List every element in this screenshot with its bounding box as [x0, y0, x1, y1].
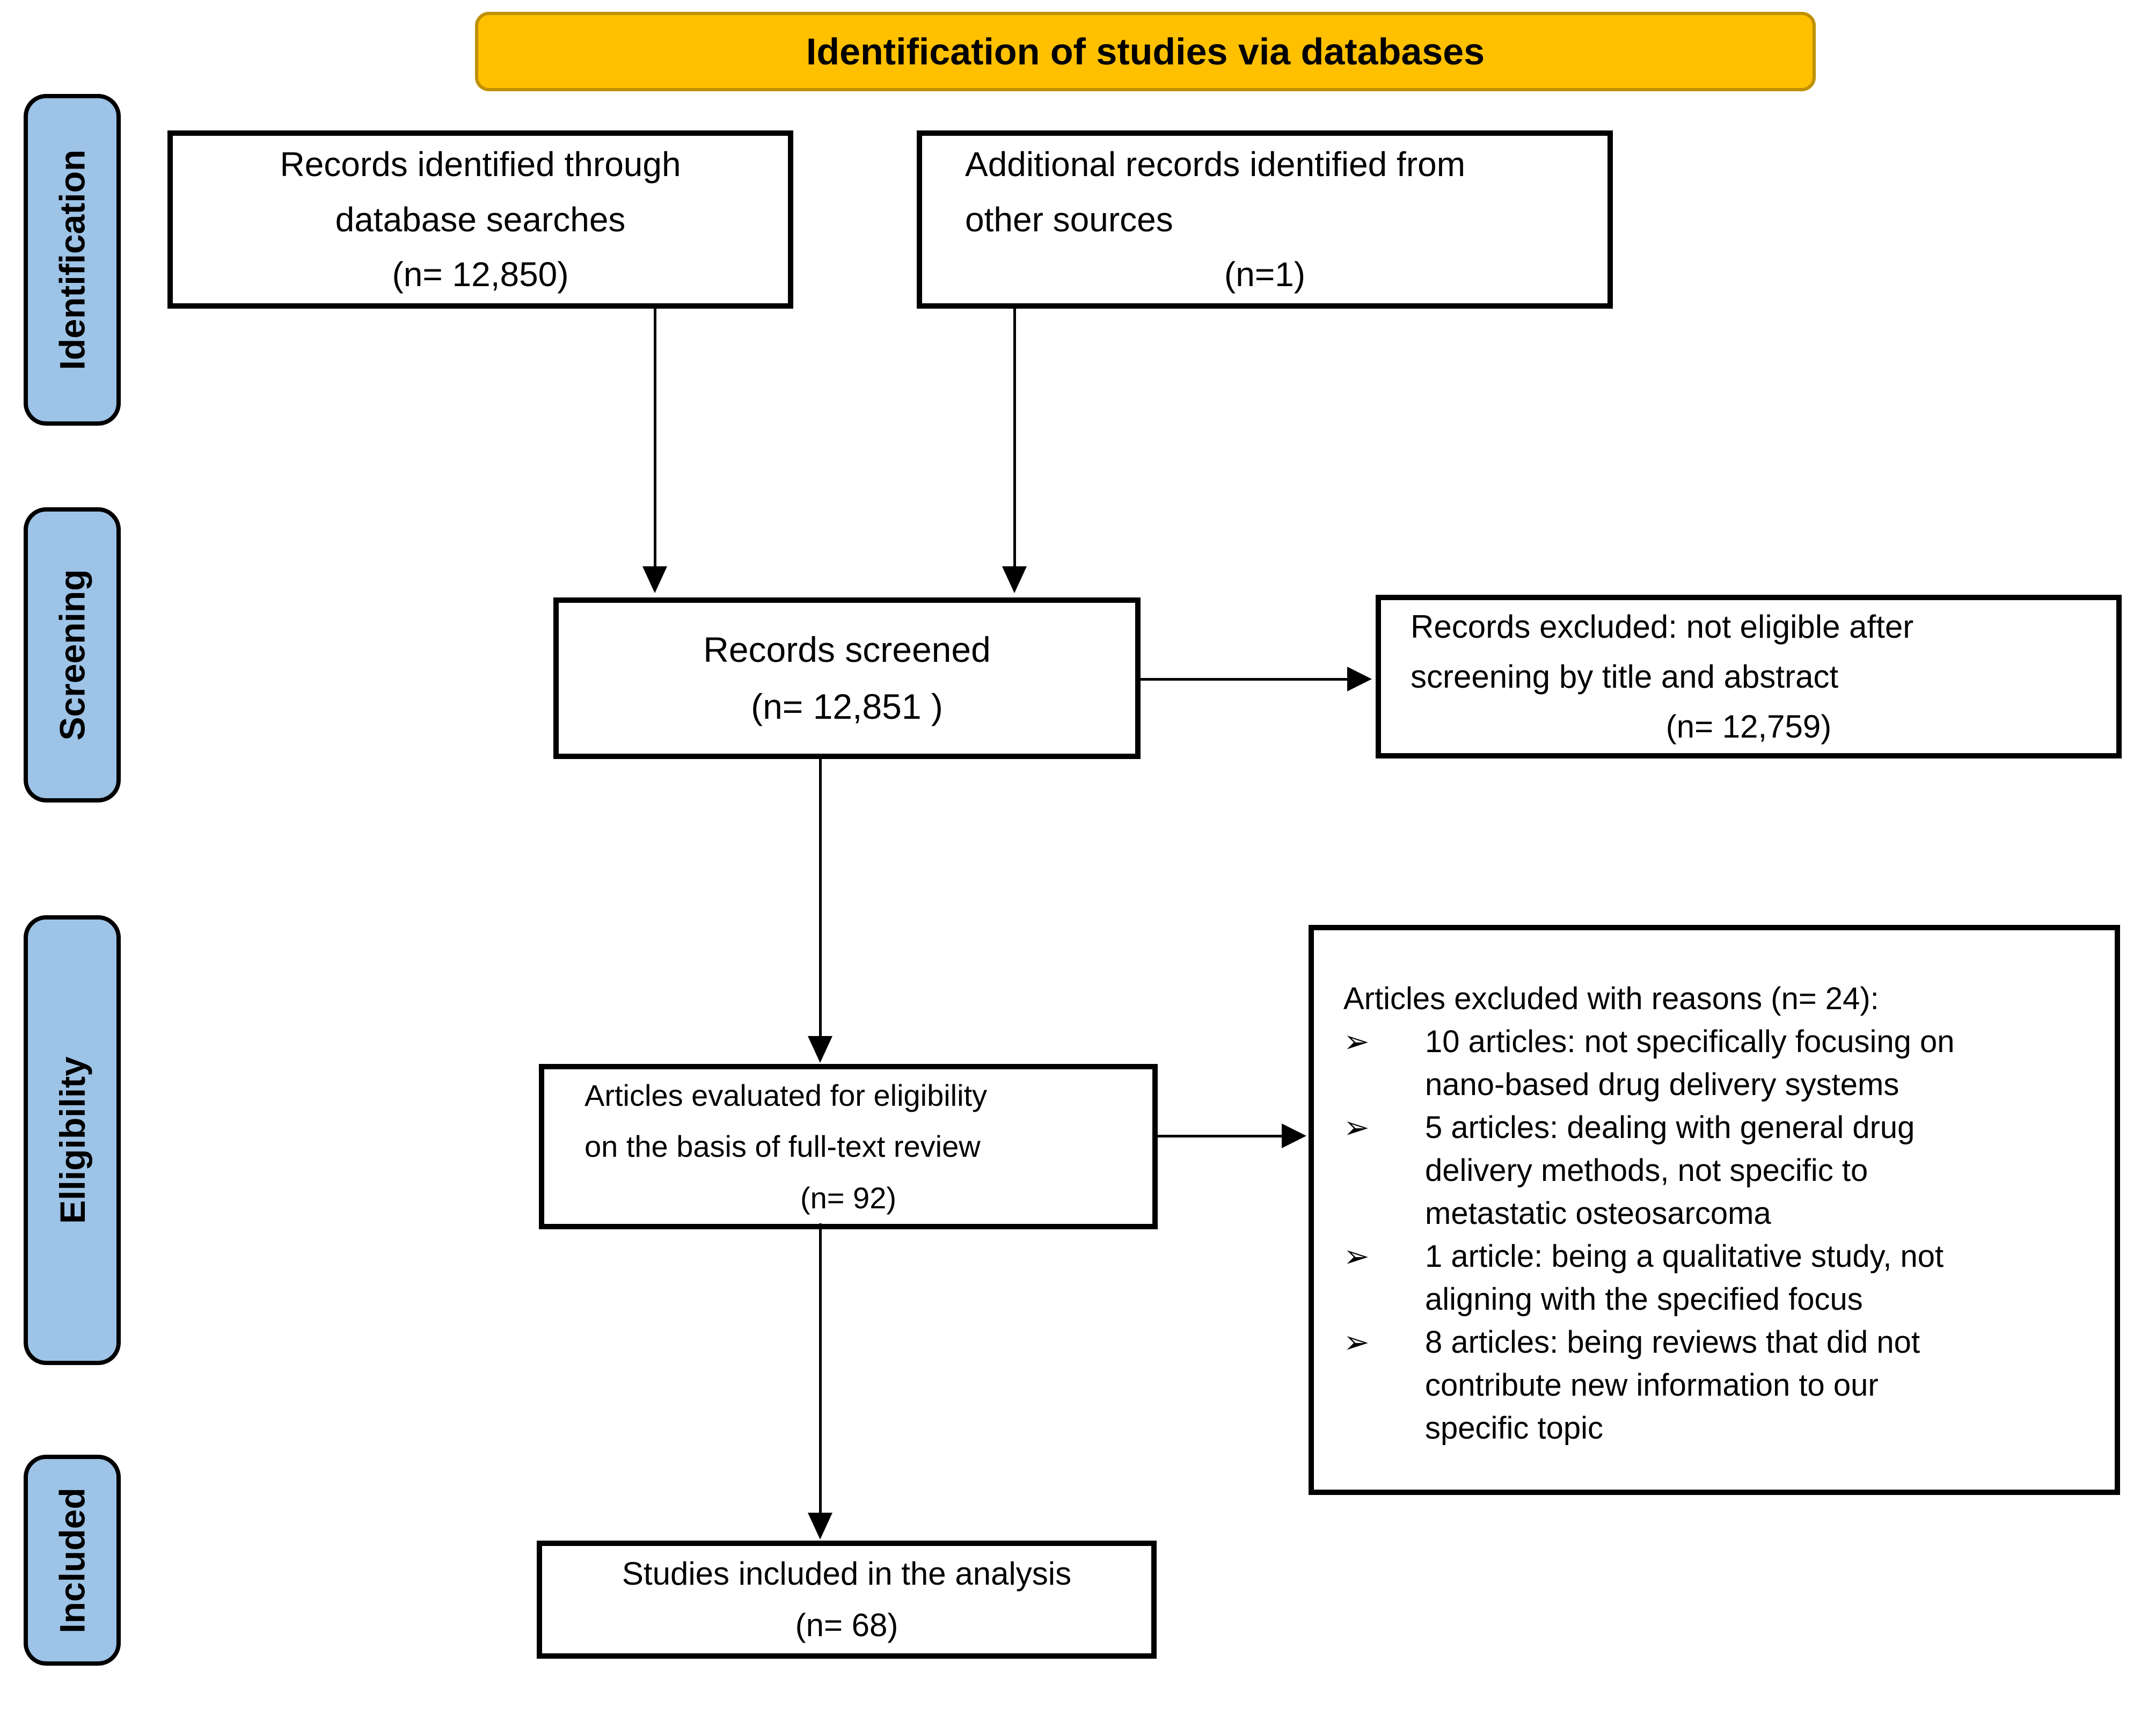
box-records-excluded-text: Records excluded: not eligible after scr… — [1411, 609, 1914, 695]
box-articles-evaluated-text: Articles evaluated for eligibility on th… — [584, 1078, 988, 1164]
arrow-line — [1013, 307, 1016, 571]
box-records-identified-text: Records identified through database sear… — [280, 145, 681, 239]
bullet-text: 8 articles: being reviews that did not c… — [1425, 1325, 1920, 1446]
excluded-reason-item: ➢ 10 articles: not specifically focusing… — [1343, 1020, 2096, 1106]
box-articles-excluded-reasons: Articles excluded with reasons (n= 24): … — [1309, 925, 2120, 1495]
box-studies-included: Studies included in the analysis (n= 68) — [537, 1541, 1157, 1659]
arrow-line — [1141, 678, 1351, 681]
bullet-text: 1 article: being a qualitative study, no… — [1425, 1239, 1944, 1317]
box-records-screened-count: (n= 12,851 ) — [751, 686, 943, 726]
box-additional-records: Additional records identified from other… — [917, 130, 1613, 309]
bullet-arrow-icon: ➢ — [1343, 1325, 1370, 1360]
stage-identification-label: Identification — [52, 149, 92, 370]
excluded-reason-item: ➢ 5 articles: dealing with general drug … — [1343, 1106, 2096, 1235]
bullet-text: 10 articles: not specifically focusing o… — [1425, 1024, 1955, 1102]
box-additional-records-text: Additional records identified from other… — [965, 145, 1466, 239]
bullet-arrow-icon: ➢ — [1343, 1110, 1370, 1145]
box-records-excluded: Records excluded: not eligible after scr… — [1376, 595, 2122, 758]
arrow-down-icon — [642, 566, 667, 593]
arrow-right-icon — [1347, 667, 1372, 691]
box-records-screened: Records screened (n= 12,851 ) — [553, 597, 1141, 759]
excluded-reason-item: ➢ 1 article: being a qualitative study, … — [1343, 1235, 2096, 1321]
box-articles-evaluated-count: (n= 92) — [800, 1180, 896, 1215]
box-records-screened-text: Records screened — [703, 629, 991, 669]
arrow-down-icon — [808, 1513, 832, 1540]
bullet-arrow-icon: ➢ — [1343, 1024, 1370, 1059]
arrow-right-icon — [1282, 1124, 1306, 1148]
stage-eligibility: Elligibility — [24, 915, 121, 1365]
box-records-identified: Records identified through database sear… — [167, 130, 793, 309]
arrow-line — [819, 757, 822, 1040]
bullet-text: 5 articles: dealing with general drug de… — [1425, 1110, 1915, 1231]
arrow-line — [819, 1223, 822, 1516]
box-additional-records-count: (n=1) — [1224, 255, 1306, 294]
box-records-identified-count: (n= 12,850) — [392, 255, 569, 294]
stage-eligibility-label: Elligibility — [52, 1056, 92, 1224]
box-articles-excluded-heading: Articles excluded with reasons (n= 24): — [1343, 981, 1879, 1016]
arrow-line — [1154, 1135, 1285, 1137]
excluded-reason-item: ➢ 8 articles: being reviews that did not… — [1343, 1321, 2096, 1450]
bullet-arrow-icon: ➢ — [1343, 1239, 1370, 1274]
box-records-excluded-count: (n= 12,759) — [1665, 709, 1832, 745]
arrow-down-icon — [1002, 566, 1027, 593]
box-studies-included-count: (n= 68) — [795, 1607, 898, 1643]
stage-screening-label: Screening — [52, 569, 92, 741]
stage-included: Included — [24, 1455, 121, 1666]
stage-included-label: Included — [52, 1487, 92, 1633]
header-banner: Identification of studies via databases — [475, 12, 1816, 91]
box-articles-evaluated: Articles evaluated for eligibility on th… — [539, 1064, 1158, 1229]
arrow-line — [654, 307, 656, 571]
header-title: Identification of studies via databases — [806, 31, 1485, 72]
box-studies-included-text: Studies included in the analysis — [622, 1556, 1072, 1592]
stage-screening: Screening — [24, 507, 121, 803]
arrow-down-icon — [808, 1036, 832, 1063]
stage-identification: Identification — [24, 94, 121, 426]
